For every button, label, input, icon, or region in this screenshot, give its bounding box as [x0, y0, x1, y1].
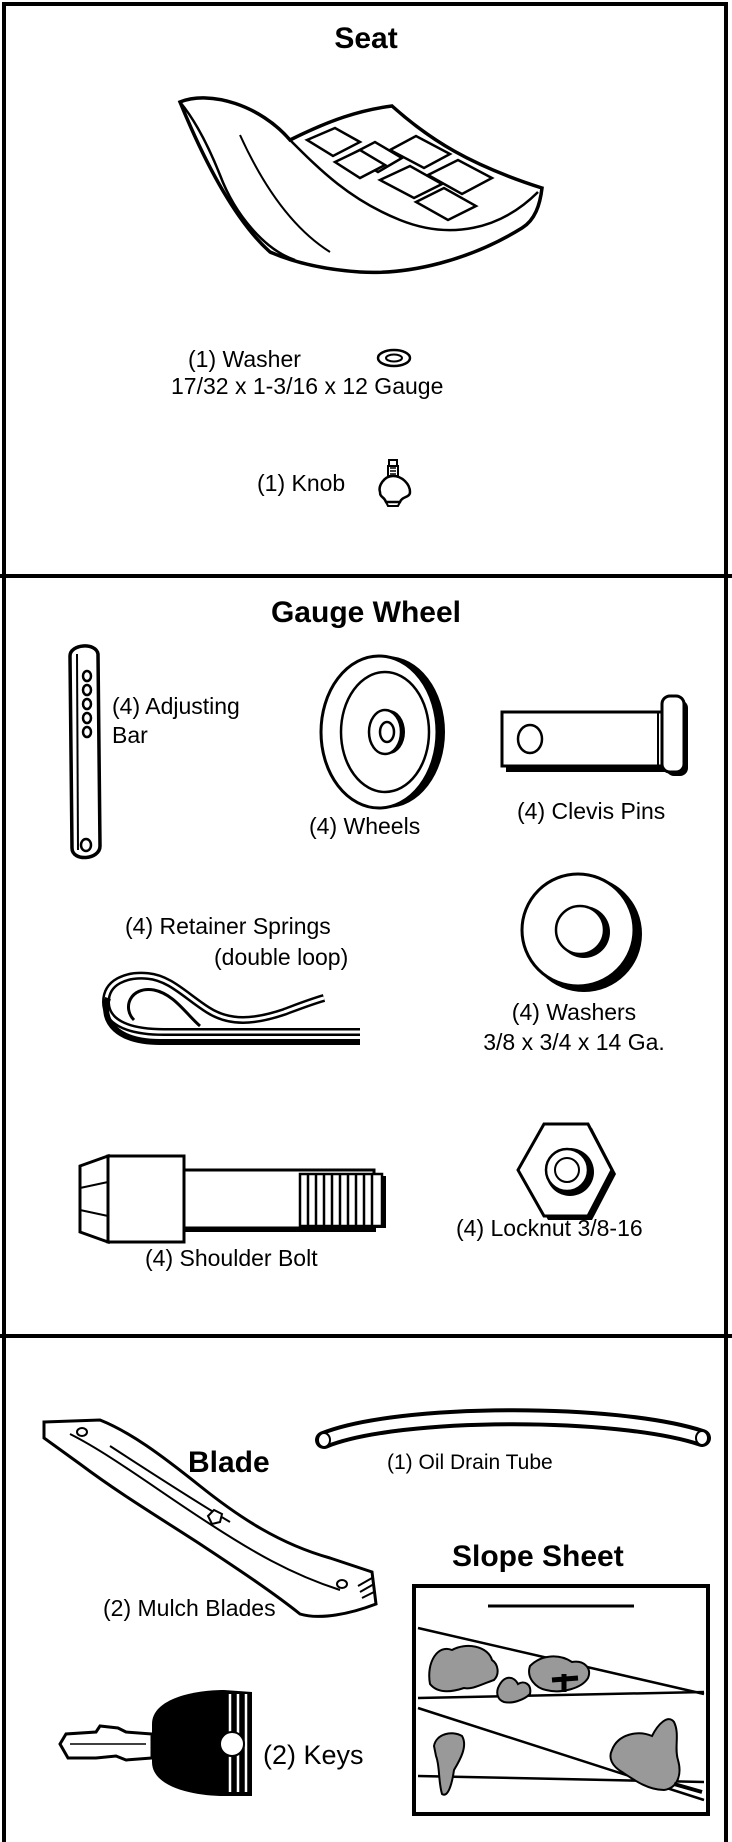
blade-title: Blade — [188, 1446, 270, 1479]
washer-illustration — [520, 872, 642, 992]
shoulder-bolt-label: (4) Shoulder Bolt — [145, 1245, 318, 1271]
mulch-blade-illustration — [42, 1418, 378, 1618]
knob-icon — [378, 459, 412, 507]
retainer-spring-illustration — [101, 971, 360, 1045]
washers-label-1: (4) Washers — [511, 999, 637, 1025]
locknut-label: (4) Locknut 3/8-16 — [456, 1215, 643, 1241]
washers-label-2: 3/8 x 3/4 x 14 Ga. — [483, 1029, 665, 1055]
keys-label: (2) Keys — [263, 1740, 364, 1770]
washer-size: 17/32 x 1-3/16 x 12 Gauge — [171, 373, 444, 399]
shoulder-bolt-illustration — [78, 1153, 386, 1245]
seat-illustration — [177, 96, 544, 275]
clevis-pins-label: (4) Clevis Pins — [517, 798, 666, 824]
wheel-illustration — [319, 654, 445, 810]
washer-label: (1) Washer — [188, 346, 301, 372]
adjusting-bar-illustration — [68, 644, 102, 860]
slope-sheet-title: Slope Sheet — [452, 1540, 624, 1573]
mulch-blades-label: (2) Mulch Blades — [103, 1595, 276, 1621]
adjusting-bar-label-1: (4) Adjusting — [112, 693, 240, 719]
clevis-pin-illustration — [500, 694, 688, 776]
wheels-label: (4) Wheels — [309, 813, 421, 839]
oil-drain-tube-label: (1) Oil Drain Tube — [387, 1451, 553, 1474]
seat-title: Seat — [334, 22, 398, 55]
section-divider-1 — [0, 574, 732, 578]
washer-icon — [376, 348, 412, 368]
gauge-wheel-title: Gauge Wheel — [270, 596, 462, 629]
retainer-springs-label-2: (double loop) — [214, 944, 349, 970]
knob-label: (1) Knob — [257, 470, 346, 496]
section-divider-2 — [0, 1334, 732, 1338]
key-illustration — [58, 1690, 252, 1796]
retainer-springs-label-1: (4) Retainer Springs — [125, 913, 331, 939]
adjusting-bar-label-2: Bar — [112, 722, 148, 748]
oil-drain-tube-illustration — [315, 1408, 711, 1449]
locknut-illustration — [516, 1122, 616, 1220]
slope-sheet-illustration — [412, 1584, 710, 1816]
